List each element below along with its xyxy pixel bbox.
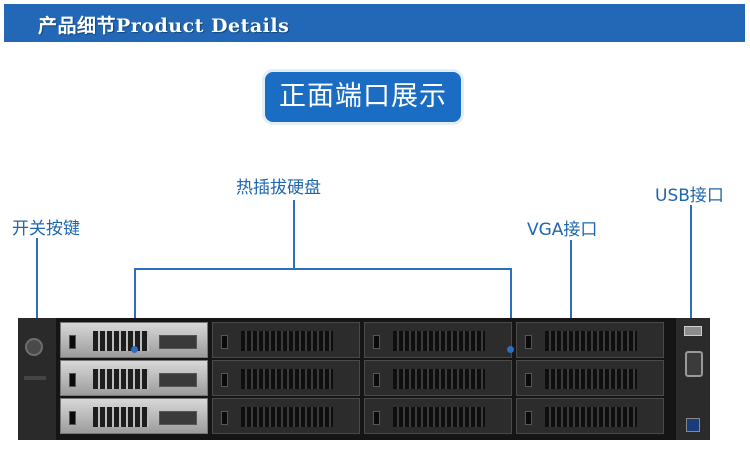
drive-led <box>221 373 228 387</box>
drive-bay-blank[interactable] <box>364 322 512 358</box>
callout-line-hotswap-span <box>134 268 512 270</box>
drive-grill <box>545 369 637 389</box>
header-title: 产品细节Product Details <box>38 15 290 37</box>
drive-led <box>69 411 76 425</box>
drive-bay[interactable] <box>60 398 208 434</box>
drive-grill <box>241 407 333 427</box>
drive-bay-blank[interactable] <box>212 360 360 396</box>
drive-bay-blank[interactable] <box>516 360 664 396</box>
drive-grill <box>393 407 485 427</box>
drive-grill <box>393 369 485 389</box>
drive-tag <box>159 411 197 425</box>
callout-dot <box>131 346 138 353</box>
drive-bay[interactable] <box>60 360 208 396</box>
vga-port-icon[interactable] <box>685 351 703 377</box>
drive-bay-blank[interactable] <box>516 322 664 358</box>
label-usb-port: USB接口 <box>655 186 724 206</box>
server-left-ear <box>18 318 56 440</box>
drive-grill <box>93 331 149 351</box>
drive-grill <box>93 407 149 427</box>
drive-led <box>373 411 380 425</box>
drive-led <box>525 411 532 425</box>
drive-led <box>525 373 532 387</box>
drive-led <box>69 335 76 349</box>
drive-led <box>525 335 532 349</box>
callout-line-power <box>36 238 38 338</box>
label-hot-swap-drives: 热插拔硬盘 <box>236 178 321 198</box>
callout-line-vga-stem <box>570 240 572 368</box>
label-power-button: 开关按键 <box>12 219 80 239</box>
drive-grill <box>393 331 485 351</box>
server-right-ear <box>676 318 710 440</box>
callout-dot <box>507 346 514 353</box>
usb-port-icon[interactable] <box>684 326 702 336</box>
drive-tag <box>159 373 197 387</box>
drive-bay-blank[interactable] <box>364 398 512 434</box>
header-bar: 产品细节Product Details <box>4 4 745 42</box>
drive-led <box>373 373 380 387</box>
callout-line-hotswap-left <box>134 268 136 350</box>
drive-grill <box>241 331 333 351</box>
drive-bay-blank[interactable] <box>516 398 664 434</box>
section-title-badge: 正面端口展示 <box>265 72 461 122</box>
cpu-badge-icon <box>686 418 700 432</box>
drive-grill <box>545 407 637 427</box>
callout-line-hotswap-right <box>510 268 512 350</box>
drive-grill <box>93 369 149 389</box>
drive-grill <box>545 331 637 351</box>
drive-bay-blank[interactable] <box>364 360 512 396</box>
drive-tag <box>159 335 197 349</box>
callout-line-hotswap-stem <box>293 200 295 268</box>
drive-led <box>69 373 76 387</box>
drive-grill <box>241 369 333 389</box>
drive-bay-blank[interactable] <box>212 322 360 358</box>
callout-line-usb <box>690 205 692 325</box>
vent-slot <box>24 376 46 380</box>
label-vga-port: VGA接口 <box>527 220 598 240</box>
drive-led <box>221 411 228 425</box>
drive-led <box>221 335 228 349</box>
drive-bay-blank[interactable] <box>212 398 360 434</box>
power-button-icon[interactable] <box>27 340 41 354</box>
drive-led <box>373 335 380 349</box>
